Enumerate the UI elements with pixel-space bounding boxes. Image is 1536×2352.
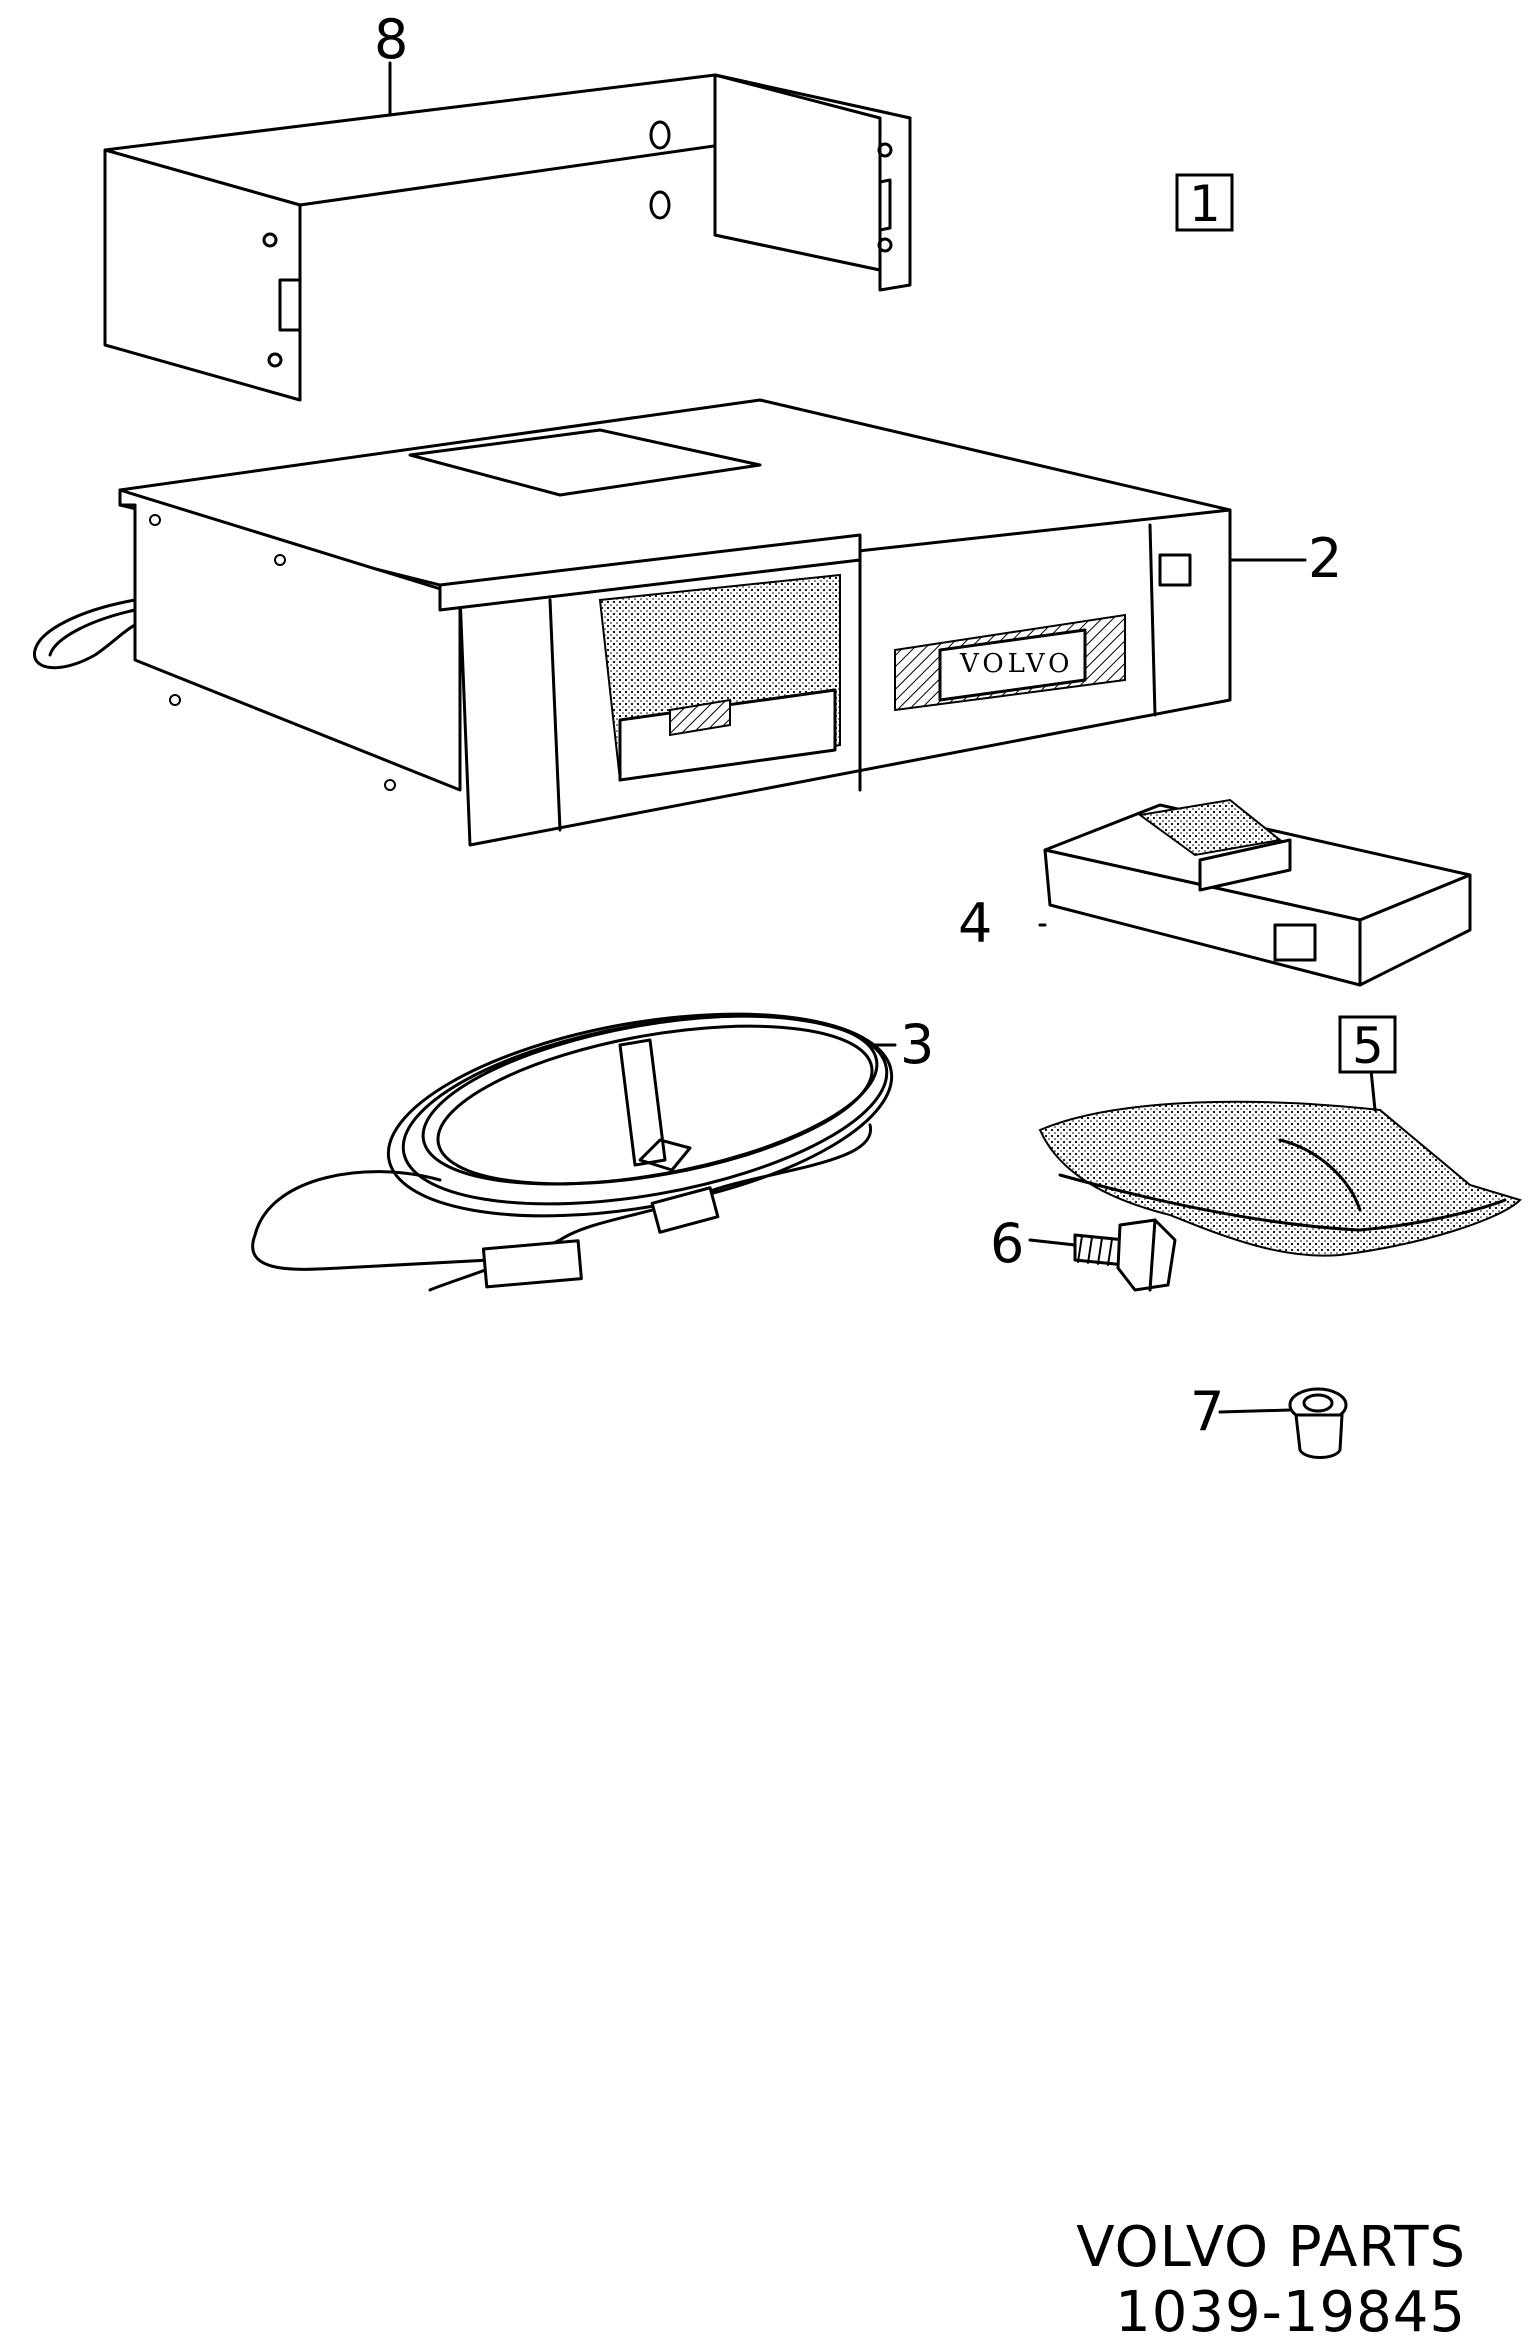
fastener-bag-part — [1038, 1058, 1522, 1257]
callout-1: 1 — [1189, 175, 1221, 233]
footer-reference-number: 1039-19845 — [1115, 2280, 1466, 2345]
callout-7: 7 — [1190, 1380, 1224, 1443]
callout-box-1 — [1175, 173, 1234, 232]
mounting-bracket-part — [103, 73, 912, 402]
coiled-cable-part — [251, 1012, 897, 1292]
footer-brand: VOLVO PARTS — [1076, 2215, 1466, 2280]
unit-logo-text: VOLVO — [959, 649, 1073, 679]
callout-8: 8 — [374, 8, 408, 71]
callout-5: 5 — [1352, 1017, 1384, 1075]
cd-magazine-part — [1038, 798, 1472, 987]
callout-6: 6 — [990, 1212, 1024, 1275]
cd-changer-unit-part: VOLVO — [33, 398, 1307, 847]
bolt-part — [1028, 1218, 1177, 1292]
callout-4: 4 — [958, 892, 992, 955]
grommet-part — [1218, 1387, 1348, 1459]
callout-box-5 — [1338, 1015, 1397, 1074]
callout-2: 2 — [1308, 527, 1342, 590]
callout-3: 3 — [900, 1013, 934, 1076]
